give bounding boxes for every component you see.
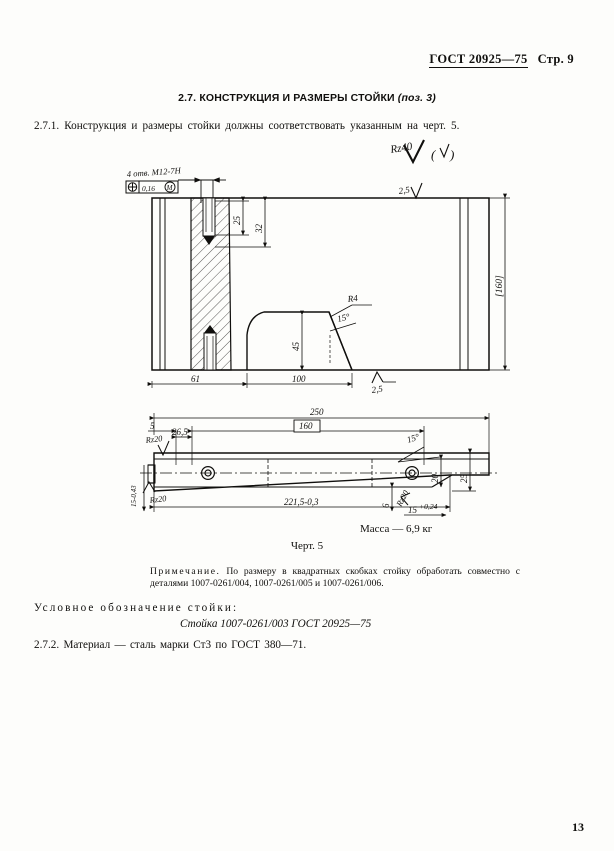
page-number: 13 [572, 820, 584, 834]
dimension-100-top: 100 [242, 373, 353, 388]
dimension-25-bottom: 25 [452, 448, 476, 492]
dim-25-label: 25 [232, 216, 242, 226]
dim-32-label: 32 [254, 224, 264, 235]
roughness-paren-close: ) [449, 147, 454, 162]
dim-15-tol-label: 15 [408, 505, 418, 515]
angle-15-bottom: 15° [397, 431, 441, 463]
page-header: ГОСТ 20925—75 Стр. 9 [429, 52, 574, 68]
designation-label: Условное обозначение стойки: [34, 602, 239, 614]
dimension-5: 5 [148, 421, 177, 433]
dimension-61-top: 61 [147, 373, 248, 388]
dimension-160-box: 160 [187, 419, 425, 465]
designation-value: Стойка 1007-0261/003 ГОСТ 20925—75 [180, 618, 372, 630]
figure-caption: Черт. 5 [290, 540, 324, 552]
rz20-b-label: Rz20 [148, 494, 168, 505]
dim-221-5-label: 221,5-0,3 [284, 497, 319, 507]
dimension-25-top: 25 [215, 196, 249, 236]
bottom-view: 250 160 5 26,5 [130, 407, 500, 517]
dim-15-tol-sup: +0,24 [419, 502, 438, 511]
angle-15-label: 15° [336, 311, 351, 324]
rough-top-label: 2,5 [398, 184, 411, 196]
roughness-bottom-25: 2,5 [371, 370, 396, 395]
dimension-160-bracket: [160] [489, 193, 510, 371]
dim-25-bottom-label: 25 [459, 474, 469, 484]
dim-100-label: 100 [292, 374, 306, 384]
section-title: 2.7. КОНСТРУКЦИЯ И РАЗМЕРЫ СТОЙКИ (поз. … [0, 92, 614, 104]
dim-45-label: 45 [291, 342, 301, 352]
dimension-20: 20 [430, 454, 443, 488]
paragraph-2-7-2: 2.7.2. Материал — сталь марки Ст3 по ГОС… [34, 639, 307, 651]
dim-250-label: 250 [310, 407, 324, 417]
dim-160-box-label: 160 [299, 421, 313, 431]
angle-15-bottom-label: 15° [406, 431, 421, 445]
dimension-45-top: 45 [291, 310, 304, 371]
dim-6-label: 6 [381, 503, 391, 508]
dimension-221-5: 221,5-0,3 [149, 475, 451, 512]
roughness-rz40-label: Rz40 [389, 141, 414, 157]
dim-160-bracket-label: [160] [495, 275, 505, 297]
dim-5-label: 5 [150, 421, 155, 431]
r4-label: R4 [346, 293, 358, 304]
dim-26-5-label: 26,5 [172, 427, 188, 437]
dimension-6: 6 [381, 482, 394, 512]
section-title-text: КОНСТРУКЦИЯ И РАЗМЕРЫ СТОЙКИ [199, 92, 395, 104]
dimension-32-top: 32 [215, 196, 271, 248]
drawing-canvas: Rz40 ( ) 4 отв. M12-7H 0,16 M [125, 139, 510, 517]
dimension-15-tol: 15 +0,24 [404, 502, 447, 517]
roughness-top-25: 2,5 [398, 182, 423, 200]
dim-61-label: 61 [191, 374, 200, 384]
page-label: Стр. 9 [537, 52, 574, 66]
hole-right [405, 466, 420, 481]
roughness-rz20-b: Rz20 [142, 480, 168, 505]
threaded-hole-upper [202, 197, 216, 245]
hole-left [201, 466, 216, 481]
note-body: По размеру в квадратных скобках стойку о… [150, 566, 520, 590]
threaded-hole-lower [203, 325, 217, 371]
tolerance-modifier: M [166, 184, 174, 192]
hole-note-label: 4 отв. M12-7H [126, 165, 181, 179]
paragraph-2-7-1: 2.7.1. Конструкция и размеры стойки долж… [34, 120, 460, 132]
top-view: 25 32 45 61 [147, 182, 510, 395]
section-position-note: (поз. 3) [397, 92, 436, 104]
roughness-paren-open: ( [431, 147, 436, 162]
tolerance-value: 0,16 [142, 184, 155, 193]
dim-20-label: 20 [430, 474, 440, 484]
radius-r4-annotation: R4 [329, 293, 372, 318]
dimension-250: 250 [149, 407, 490, 465]
rz20-a-label: Rz20 [144, 434, 164, 445]
angle-15-top: 15° [329, 311, 357, 363]
note-lead: Примечание. [150, 566, 221, 577]
note-block: Примечание. По размеру в квадратных скоб… [150, 566, 520, 591]
technical-drawing: Rz40 ( ) 4 отв. M12-7H 0,16 M [0, 135, 614, 555]
mass-note: Масса — 6,9 кг [360, 523, 433, 535]
roughness-rz20-a: Rz20 [144, 434, 170, 457]
rough-bottom-label: 2,5 [371, 383, 384, 395]
dimension-15-left: 15-0,43 [130, 465, 146, 512]
section-number: 2.7. [178, 92, 197, 104]
standard-number: ГОСТ 20925—75 [429, 52, 528, 68]
dim-15-left-label: 15-0,43 [130, 485, 138, 507]
general-roughness-symbol: Rz40 ( ) [389, 139, 454, 165]
